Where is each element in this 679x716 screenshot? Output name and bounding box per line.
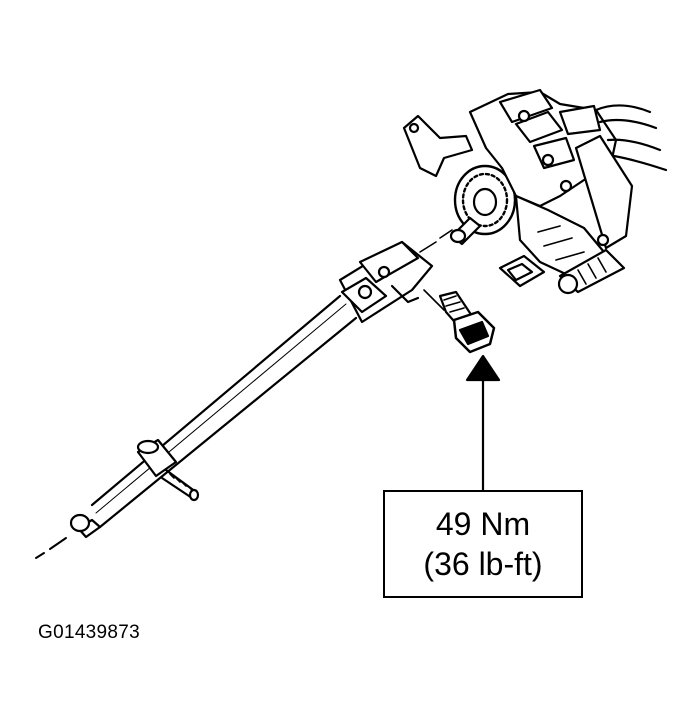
shaft-centerline	[35, 537, 67, 559]
pinch-bolt	[423, 289, 496, 354]
steering-column-housing	[402, 88, 668, 295]
torque-spec-callout: 49 Nm (36 lb-ft)	[383, 490, 583, 598]
torque-callout-leader	[465, 354, 501, 492]
figure-id-label: G01439873	[38, 622, 141, 643]
universal-joint	[338, 229, 453, 324]
torque-metric-value: 49 Nm	[435, 506, 531, 542]
intermediate-shaft	[69, 294, 358, 539]
lower-shaft-clamp	[136, 438, 200, 502]
torque-imperial-value: (36 lb-ft)	[423, 546, 543, 582]
